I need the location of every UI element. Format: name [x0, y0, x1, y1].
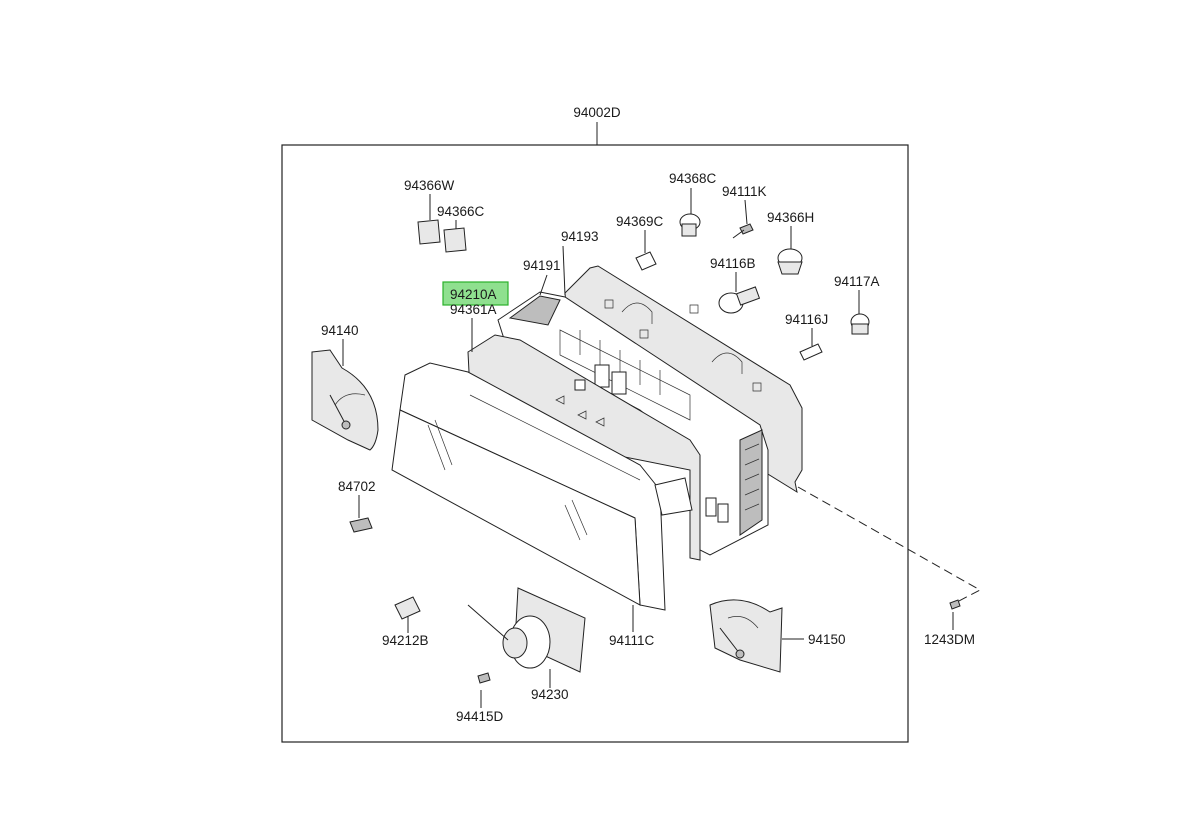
part-label-94369C[interactable]: 94369C	[616, 214, 664, 229]
assembly-frame	[281, 144, 909, 743]
part-label-84702[interactable]: 84702	[338, 479, 376, 494]
part-label-94212B[interactable]: 94212B	[382, 633, 429, 648]
part-label-94140[interactable]: 94140	[321, 323, 359, 338]
screw-94111K-shape[interactable]	[732, 199, 754, 239]
part-label-94361A[interactable]: 94361A	[450, 302, 497, 317]
plug-94212B-shape[interactable]	[394, 596, 421, 633]
face-window-shape[interactable]	[391, 362, 693, 611]
bulb-94369C-shape[interactable]	[635, 230, 657, 271]
part-label-94116J[interactable]: 94116J	[785, 312, 828, 327]
pad-94366C-shape[interactable]	[443, 220, 467, 253]
part-label-94117A[interactable]: 94117A	[834, 274, 880, 289]
part-label-94111C[interactable]: 94111C	[609, 633, 655, 648]
part-label-94116B[interactable]: 94116B	[710, 256, 756, 271]
screw-94415D-shape[interactable]	[477, 672, 491, 708]
screw-1243DM-shape[interactable]	[797, 486, 982, 630]
assembly-label[interactable]: 94002D	[573, 105, 621, 120]
part-label-94366C[interactable]: 94366C	[437, 204, 485, 219]
cluster-assembly-drawing	[391, 245, 803, 632]
socket-94366H-shape[interactable]	[777, 226, 803, 275]
bulb-94116J-shape[interactable]	[799, 328, 823, 361]
part-label-94366W[interactable]: 94366W	[404, 178, 455, 193]
gauge-94150-shape[interactable]	[709, 599, 804, 673]
gauge-94140-shape[interactable]	[311, 339, 379, 451]
part-label-94210A[interactable]: 94210A	[450, 287, 497, 302]
part-labels: 94366W 94366C 94210A 94361A 94191 94193 …	[321, 171, 975, 724]
part-label-94366H[interactable]: 94366H	[767, 210, 814, 225]
socket-94368C-shape[interactable]	[679, 188, 701, 237]
part-label-94415D[interactable]: 94415D	[456, 709, 504, 724]
part-label-94193[interactable]: 94193	[561, 229, 599, 244]
part-label-94111K[interactable]: 94111K	[722, 184, 767, 199]
bulb-94116B-shape[interactable]	[718, 272, 761, 314]
highlight-box	[442, 281, 509, 306]
clip-84702-shape[interactable]	[349, 495, 373, 533]
part-label-94150[interactable]: 94150	[808, 632, 846, 647]
part-label-94230[interactable]: 94230	[531, 687, 569, 702]
part-label-94191[interactable]: 94191	[523, 258, 561, 273]
pad-94366W-shape[interactable]	[417, 194, 441, 245]
part-label-1243DM[interactable]: 1243DM	[924, 632, 975, 647]
meter-94230-shape[interactable]	[467, 587, 586, 688]
part-label-94368C[interactable]: 94368C	[669, 171, 717, 186]
socket-94117A-shape[interactable]	[850, 290, 870, 335]
